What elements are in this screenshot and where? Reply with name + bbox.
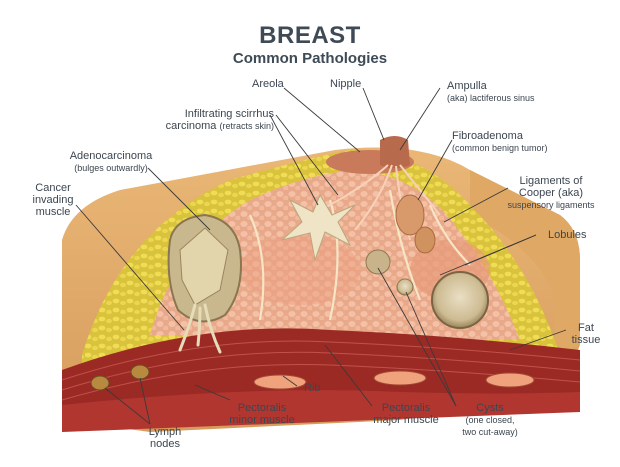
label-infiltrating-sub: (retracts skin) bbox=[219, 121, 274, 131]
cyst-closed bbox=[365, 249, 391, 275]
nipple bbox=[380, 136, 410, 169]
label-ampulla-title: Ampulla bbox=[447, 80, 487, 92]
lobule-cluster bbox=[240, 235, 360, 305]
fibroadenoma-small bbox=[414, 226, 436, 254]
skin-side-plane bbox=[470, 170, 580, 355]
label-cysts-line1: Cysts bbox=[476, 402, 504, 414]
label-infiltrating-line2: carcinoma bbox=[165, 120, 217, 132]
fibroadenoma bbox=[395, 194, 425, 236]
label-pect-minor-line2: minor muscle bbox=[229, 414, 295, 426]
label-pect-major-line2: major muscle bbox=[373, 414, 439, 426]
lymph-node bbox=[130, 364, 150, 380]
label-pect-major-line1: Pectoralis bbox=[381, 402, 431, 414]
diagram-subtitle: Common Pathologies bbox=[232, 50, 388, 67]
label-lymph-line2: nodes bbox=[150, 438, 180, 450]
label-cysts-line3: two cut-away) bbox=[462, 427, 518, 437]
label-areola: Areola bbox=[252, 78, 284, 90]
label-lymph-line1: Lymph bbox=[148, 426, 182, 438]
label-fat-line1: Fat bbox=[578, 322, 594, 334]
label-infiltrating-line1: Infiltrating scirrhus bbox=[184, 108, 274, 120]
leader-lines bbox=[75, 87, 567, 425]
label-rib: Rib bbox=[304, 382, 321, 394]
cancer-invading-muscle bbox=[178, 303, 222, 354]
label-cooper-line2: Cooper (aka) bbox=[518, 187, 584, 199]
label-fibroadenoma-title: Fibroadenoma bbox=[452, 130, 523, 142]
scirrhus-carcinoma bbox=[281, 193, 356, 262]
lymph-node bbox=[90, 375, 110, 391]
rib bbox=[253, 374, 307, 390]
label-adenocarcinoma: Adenocarcinoma (bulges outwardly) bbox=[66, 150, 156, 174]
label-fat-tissue: Fat tissue bbox=[566, 322, 606, 346]
label-pectoralis-minor: Pectoralis minor muscle bbox=[222, 402, 302, 426]
label-fibroadenoma: Fibroadenoma (common benign tumor) bbox=[452, 130, 548, 154]
cooper-ligaments bbox=[248, 189, 471, 321]
label-cysts-line2: (one closed, bbox=[465, 415, 515, 425]
label-ampulla: Ampulla (aka) lactiferous sinus bbox=[447, 80, 535, 104]
cyst-cut-large bbox=[431, 271, 489, 329]
label-cooper: Ligaments of Cooper (aka) suspensory lig… bbox=[492, 175, 610, 211]
label-infiltrating: Infiltrating scirrhus carcinoma (retract… bbox=[160, 108, 274, 132]
label-cancer-line2: invading bbox=[32, 194, 74, 206]
label-pectoralis-major: Pectoralis major muscle bbox=[368, 402, 444, 426]
pectoralis-minor-muscle bbox=[62, 390, 580, 432]
adenocarcinoma-inner bbox=[179, 227, 229, 306]
rib bbox=[373, 370, 427, 386]
label-cancer-line1: Cancer bbox=[35, 182, 71, 194]
cyst-cut-small bbox=[396, 278, 414, 296]
label-cooper-line3: suspensory ligaments bbox=[507, 200, 595, 210]
label-cancer-invading: Cancer invading muscle bbox=[24, 182, 82, 218]
label-fibroadenoma-sub: (common benign tumor) bbox=[452, 143, 548, 153]
label-cysts: Cysts (one closed, two cut-away) bbox=[450, 402, 530, 438]
label-fat-line2: tissue bbox=[571, 334, 601, 346]
label-pect-minor-line1: Pectoralis bbox=[237, 402, 287, 414]
label-lobules: Lobules bbox=[548, 229, 587, 241]
label-nipple: Nipple bbox=[330, 78, 362, 90]
label-cooper-line1: Ligaments of bbox=[519, 175, 583, 187]
label-adenocarcinoma-title: Adenocarcinoma bbox=[69, 150, 153, 162]
label-cancer-line3: muscle bbox=[35, 206, 71, 218]
label-ampulla-sub: (aka) lactiferous sinus bbox=[447, 93, 535, 103]
diagram-title: BREAST bbox=[259, 22, 361, 49]
label-lymph-nodes: Lymph nodes bbox=[140, 426, 190, 450]
rib bbox=[485, 372, 535, 388]
label-adenocarcinoma-sub: (bulges outwardly) bbox=[74, 163, 148, 173]
